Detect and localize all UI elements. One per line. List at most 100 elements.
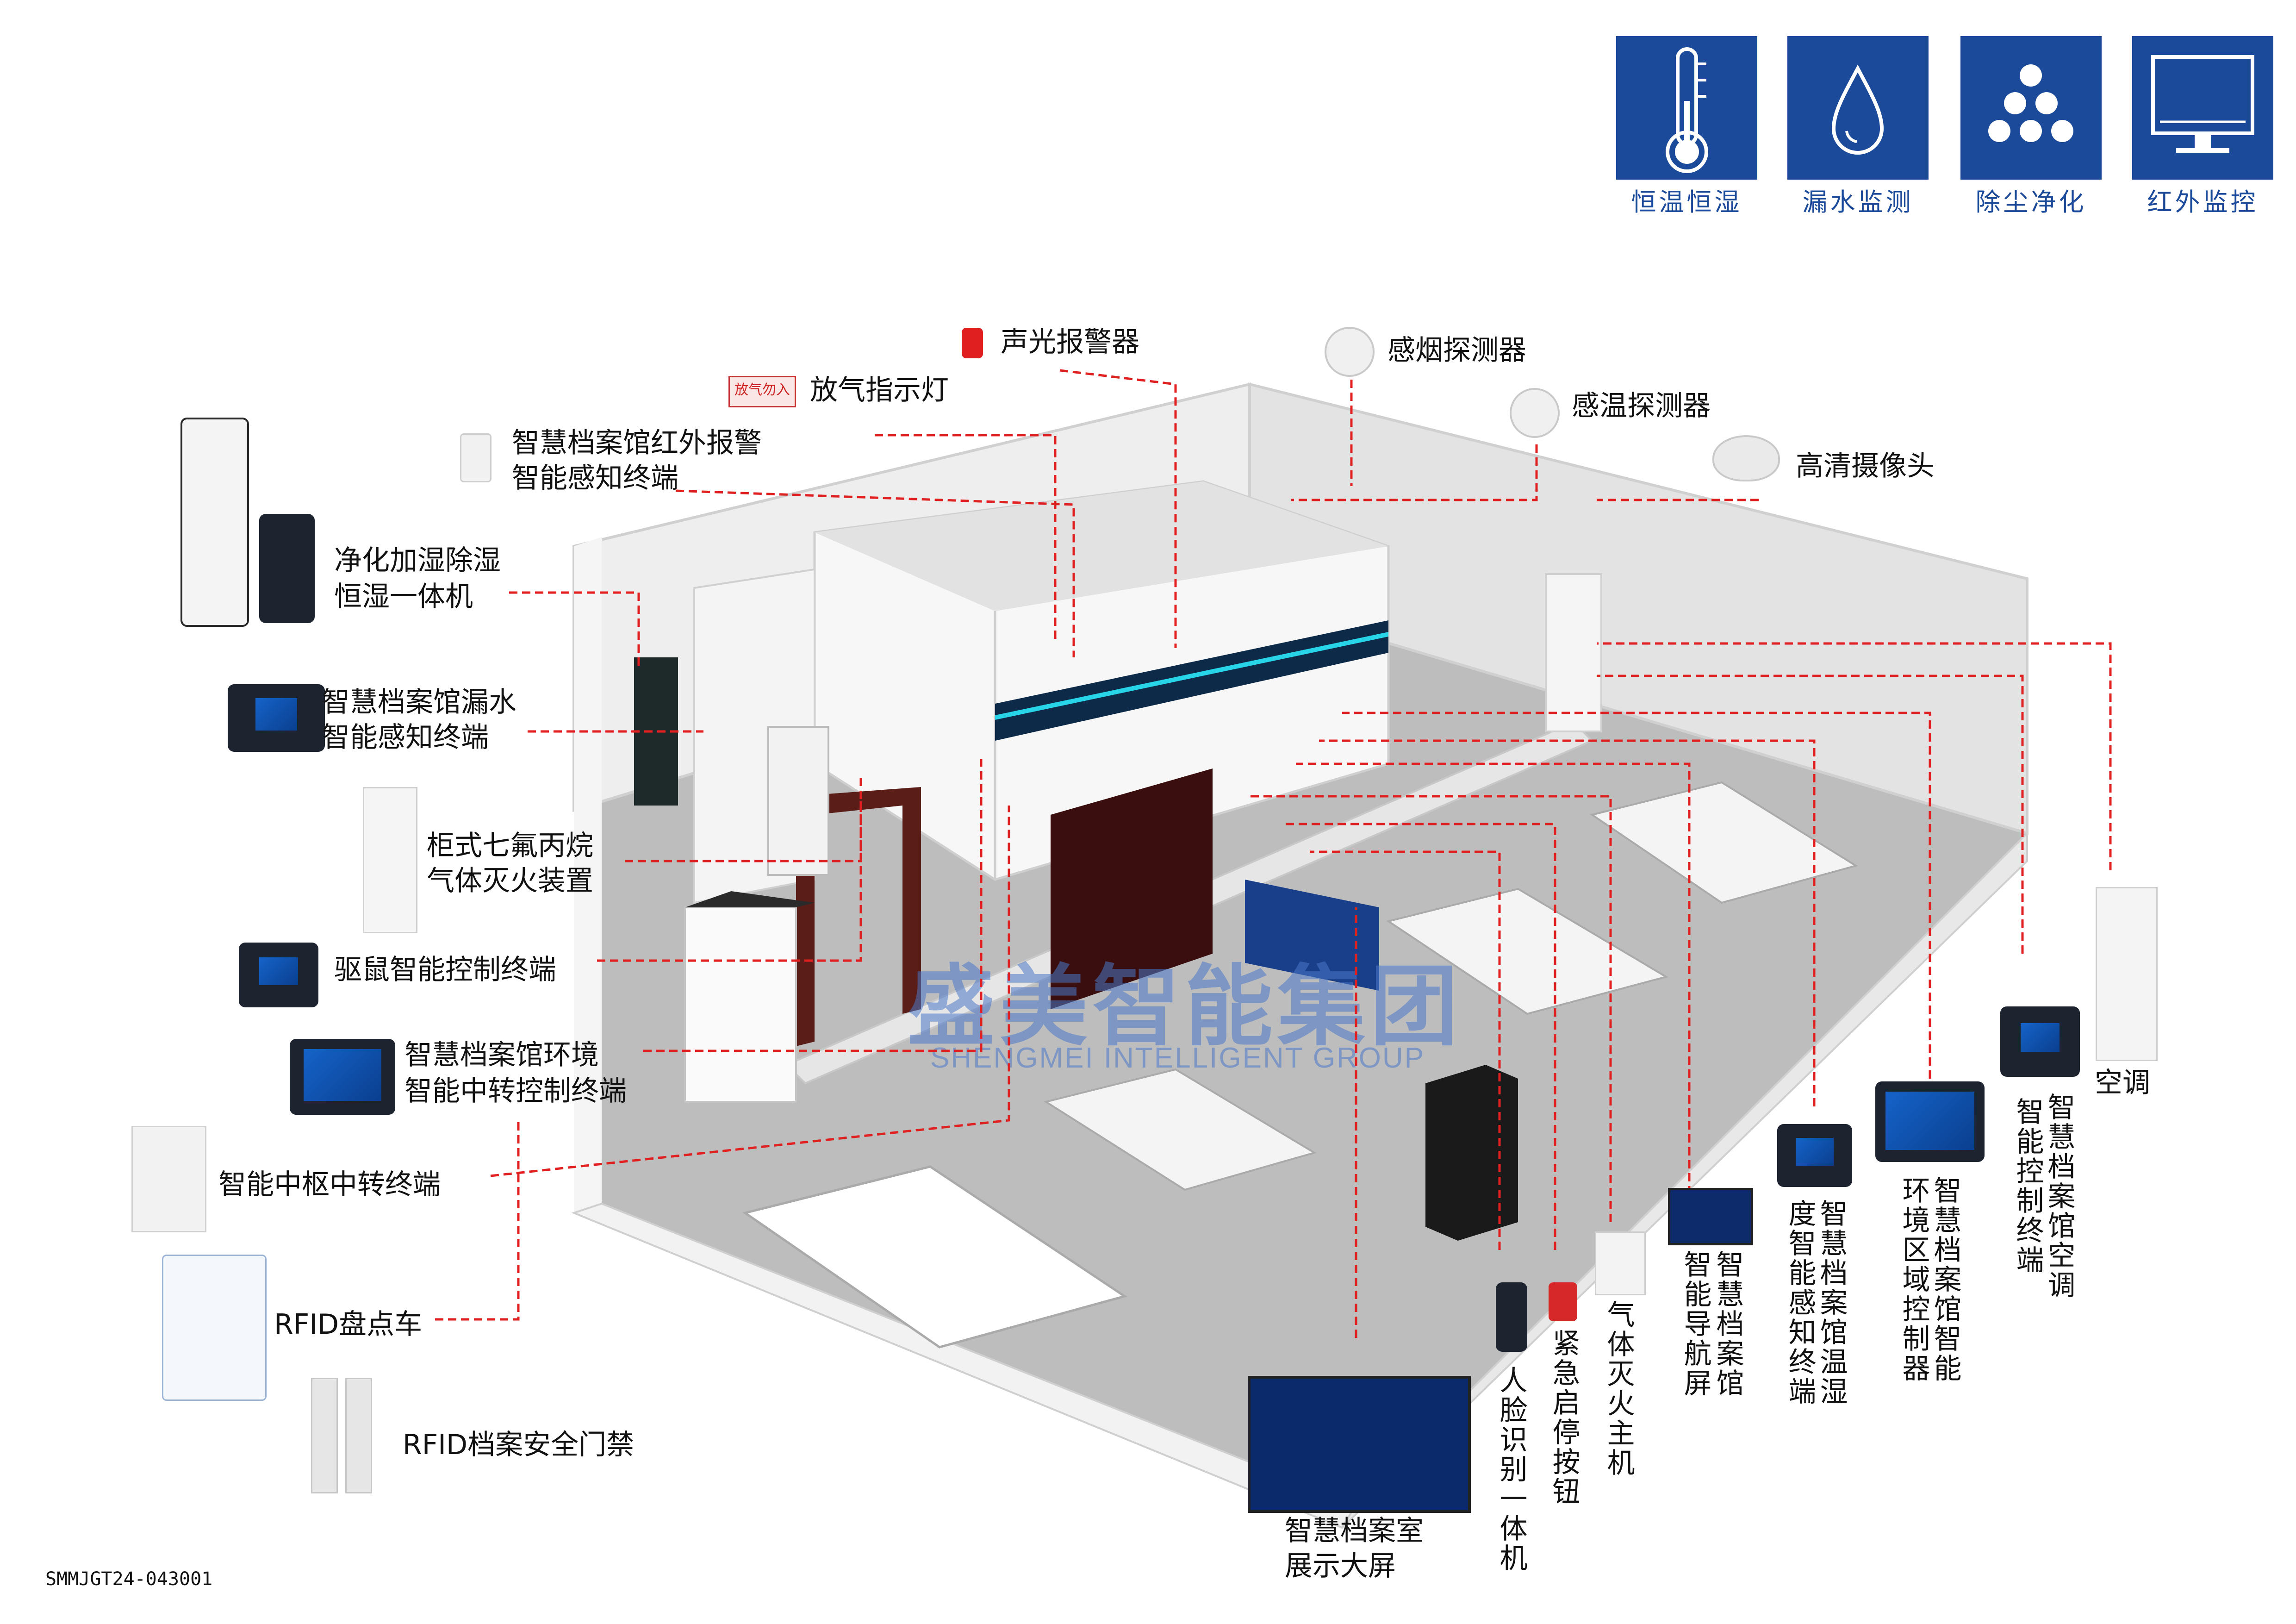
leader-env xyxy=(643,759,983,1052)
label-fire-2: 气体灭火装置 xyxy=(427,865,593,897)
leader-ac xyxy=(1597,642,2112,870)
label-rodent: 驱鼠智能控制终端 xyxy=(334,954,556,986)
display-screen-icon xyxy=(1248,1376,1471,1513)
label-estop: 紧急启停按钮 xyxy=(1548,1329,1580,1506)
env-terminal-icon xyxy=(290,1039,395,1115)
thermometer-icon xyxy=(1666,47,1708,173)
smoke-detector-icon xyxy=(1325,327,1375,377)
water-drop-icon xyxy=(1831,64,1884,155)
leader-area xyxy=(1342,712,1931,1079)
label-purifier-1: 净化加湿除湿 xyxy=(334,544,501,577)
label-th-2: 度智能感知终端 xyxy=(1784,1199,1816,1406)
document-code: SMMJGT24-043001 xyxy=(45,1568,213,1590)
feature-tile-leak xyxy=(1787,36,1929,180)
server-rack xyxy=(1425,1065,1518,1241)
watermark-cn: 盛美智能集团 xyxy=(907,956,1463,1058)
label-leak-2: 智能感知终端 xyxy=(322,721,489,754)
dehumidifier-icon xyxy=(259,514,315,623)
shelving-band xyxy=(995,620,1388,741)
label-nav-1: 智慧档案馆 xyxy=(1711,1250,1744,1398)
alarm-icon xyxy=(962,328,983,358)
leader-ac-ctrl xyxy=(1597,675,2024,954)
leader-rfid-cart xyxy=(435,1120,520,1321)
purifier-unit-icon xyxy=(180,418,249,627)
feature-label-dust: 除尘净化 xyxy=(1975,187,2087,217)
leader-release-light xyxy=(875,434,1057,643)
area-controller-icon xyxy=(1875,1081,1985,1162)
dust-dots-icon xyxy=(1988,64,2073,142)
label-ir-2: 智能感知终端 xyxy=(512,462,678,494)
hub-icon xyxy=(131,1126,206,1232)
feature-label-temperature: 恒温恒湿 xyxy=(1631,187,1742,217)
label-leak-1: 智慧档案馆漏水 xyxy=(322,686,516,718)
release-sign: 放气勿入 xyxy=(728,376,796,407)
rfid-gate-right-icon xyxy=(345,1378,372,1493)
leader-estop xyxy=(1282,823,1556,1250)
gas-host-icon xyxy=(1595,1231,1646,1295)
leak-terminal-icon xyxy=(228,684,325,752)
feature-tile-temperature xyxy=(1616,36,1757,180)
th-terminal-icon xyxy=(1777,1124,1852,1187)
label-camera: 高清摄像头 xyxy=(1796,450,1935,482)
label-display-1: 智慧档案室 xyxy=(1285,1515,1424,1547)
room-display xyxy=(1245,880,1379,991)
rfid-gate-left-icon xyxy=(311,1378,338,1493)
leader-gas xyxy=(1250,795,1612,1222)
leader-th xyxy=(1319,739,1816,1106)
feature-tile-dust xyxy=(1960,36,2102,180)
leader-fire xyxy=(625,773,862,862)
ac-terminal-icon xyxy=(2000,1006,2080,1077)
label-area-2: 环境区域控制器 xyxy=(1898,1176,1930,1383)
label-nav-2: 智能导航屏 xyxy=(1679,1250,1711,1398)
shelving-top xyxy=(815,481,1388,611)
feature-label-leak: 漏水监测 xyxy=(1802,187,1914,217)
label-hub: 智能中枢中转终端 xyxy=(218,1168,441,1201)
label-ir-1: 智慧档案馆红外报警 xyxy=(512,427,762,459)
leader-purifier xyxy=(509,591,640,667)
fire-cabinet-icon xyxy=(363,787,417,933)
label-alarm: 声光报警器 xyxy=(1001,326,1139,358)
label-gas: 气体灭火主机 xyxy=(1602,1300,1635,1478)
nav-screen-icon xyxy=(1668,1188,1753,1245)
label-env-1: 智慧档案馆环境 xyxy=(404,1039,599,1071)
monitor-icon xyxy=(2151,55,2254,153)
rfid-cart-icon xyxy=(162,1255,267,1401)
label-face: 人脸识别一体机 xyxy=(1495,1366,1527,1573)
left-wall xyxy=(574,537,602,1213)
camera-icon xyxy=(1712,435,1780,481)
ac-unit-icon xyxy=(2096,887,2158,1061)
meeting-table xyxy=(742,1165,1127,1349)
label-ac-ctrl-2: 智能控制终端 xyxy=(2011,1097,2044,1275)
ir-sensor-icon xyxy=(460,433,492,482)
label-rfid-gate: RFID档案安全门禁 xyxy=(403,1429,635,1461)
face-terminal-icon xyxy=(1496,1282,1527,1352)
rodent-terminal-icon xyxy=(239,943,318,1007)
heat-detector-icon xyxy=(1510,388,1560,438)
label-th-1: 智慧档案馆温湿 xyxy=(1815,1199,1848,1406)
leader-heat xyxy=(1291,444,1538,501)
leader-alarm xyxy=(1059,369,1177,648)
leader-ir xyxy=(675,489,1075,657)
label-rfid-cart: RFID盘点车 xyxy=(274,1308,423,1341)
watermark-en: SHENGMEI INTELLIGENT GROUP xyxy=(930,1042,1425,1074)
leader-hub xyxy=(490,806,1010,1177)
label-area-1: 智慧档案馆智能 xyxy=(1929,1176,1961,1383)
label-display-2: 展示大屏 xyxy=(1285,1550,1396,1582)
label-heat: 感温探测器 xyxy=(1572,390,1711,422)
leader-face xyxy=(1310,850,1501,1250)
label-purifier-2: 恒湿一体机 xyxy=(334,581,473,613)
leader-nav xyxy=(1296,762,1691,1194)
label-ac: 空调 xyxy=(2095,1067,2150,1099)
label-ac-ctrl-1: 智慧档案馆空调 xyxy=(2043,1093,2075,1300)
label-fire-1: 柜式七氟丙烷 xyxy=(427,830,593,862)
feature-tile-infrared xyxy=(2132,36,2273,180)
label-release-light: 放气指示灯 xyxy=(810,374,949,406)
estop-button-icon xyxy=(1549,1282,1577,1321)
label-env-2: 智能中转控制终端 xyxy=(404,1075,627,1107)
partition xyxy=(1051,768,1213,1009)
label-smoke: 感烟探测器 xyxy=(1388,334,1526,367)
leader-rodent xyxy=(597,801,862,962)
feature-label-infrared: 红外监控 xyxy=(2147,187,2259,217)
